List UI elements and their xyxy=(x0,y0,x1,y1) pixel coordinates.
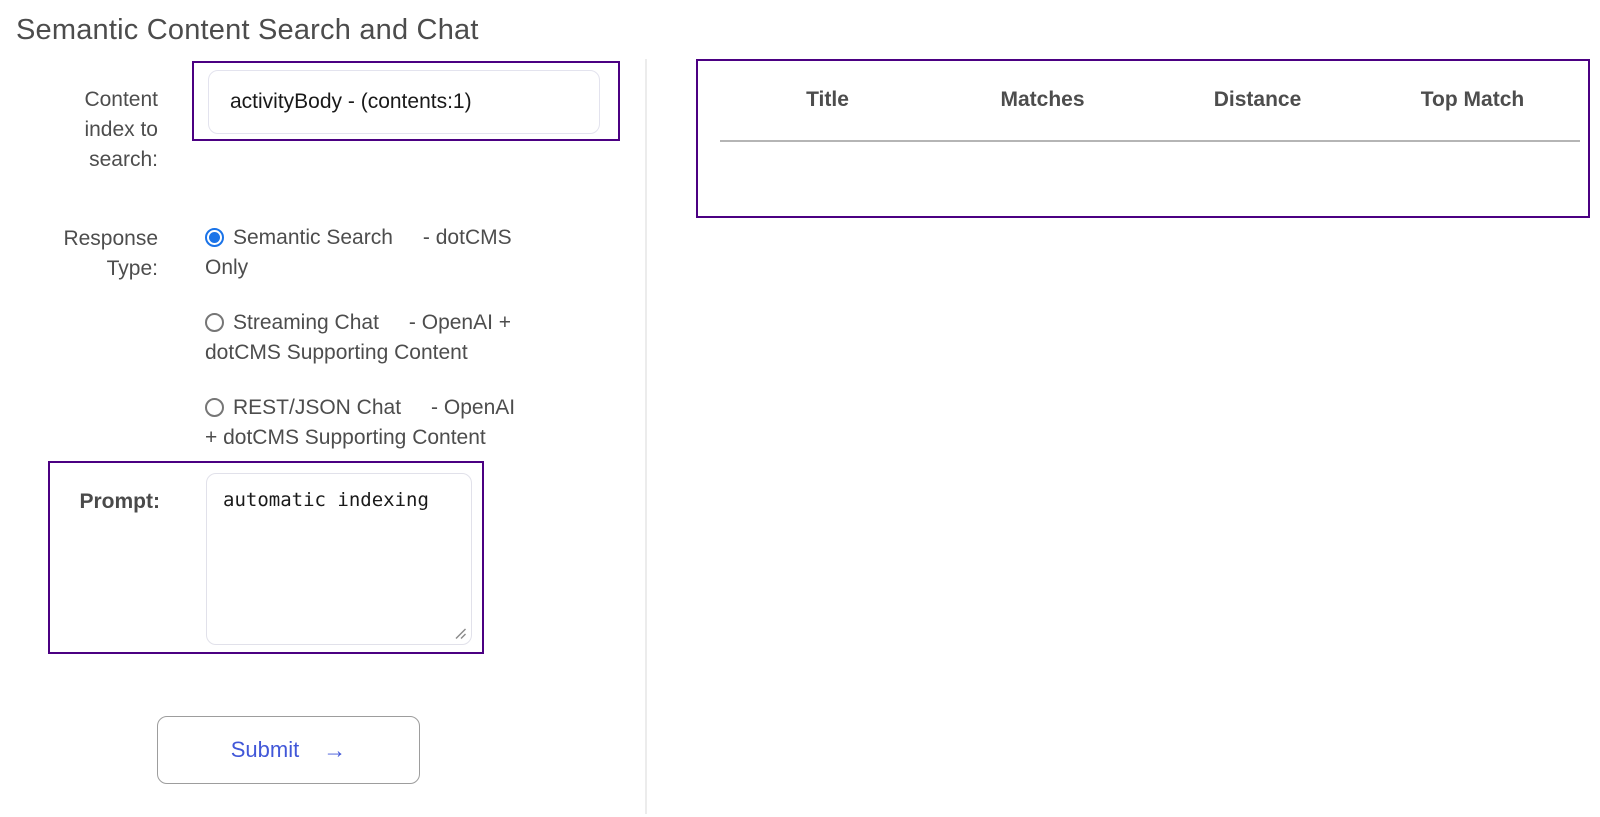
prompt-label: Prompt: xyxy=(79,490,161,513)
panel-divider xyxy=(645,59,647,814)
radio-button-icon[interactable] xyxy=(205,398,224,417)
radio-option-rest-json-chat[interactable]: REST/JSON Chat- OpenAI + dotCMS Supporti… xyxy=(205,393,523,453)
results-panel: Title Matches Distance Top Match xyxy=(696,59,1590,218)
prompt-textarea-wrap: automatic indexing xyxy=(206,473,472,645)
submit-button-label: Submit xyxy=(230,737,300,762)
content-index-select-frame: activityBody - (contents:1) xyxy=(192,61,620,141)
radio-option-name: REST/JSON Chat xyxy=(233,396,402,419)
arrow-right-icon: → xyxy=(323,736,347,763)
column-header-distance: Distance xyxy=(1150,61,1365,142)
column-header-top-match: Top Match xyxy=(1365,61,1580,142)
prompt-section: Prompt: automatic indexing xyxy=(48,461,484,654)
radio-option-streaming-chat[interactable]: Streaming Chat- OpenAI + dotCMS Supporti… xyxy=(205,308,523,368)
column-header-matches: Matches xyxy=(935,61,1150,142)
content-index-select[interactable]: activityBody - (contents:1) xyxy=(208,70,600,134)
response-type-label: Response Type: xyxy=(63,227,158,280)
prompt-textarea[interactable]: automatic indexing xyxy=(206,473,472,645)
content-index-label: Content index to search: xyxy=(84,88,158,171)
radio-option-semantic-search[interactable]: Semantic Search- dotCMS Only xyxy=(205,223,523,283)
radio-option-name: Semantic Search xyxy=(233,226,393,249)
results-header-row: Title Matches Distance Top Match xyxy=(720,61,1580,142)
radio-button-icon[interactable] xyxy=(205,313,224,332)
radio-button-icon[interactable] xyxy=(205,228,224,247)
submit-button[interactable]: Submit → xyxy=(157,716,420,784)
results-table: Title Matches Distance Top Match xyxy=(720,61,1580,142)
radio-option-desc: - dotCMS Only xyxy=(205,226,512,279)
column-header-title: Title xyxy=(720,61,935,142)
radio-option-name: Streaming Chat xyxy=(233,311,379,334)
page-title: Semantic Content Search and Chat xyxy=(16,14,479,46)
radio-option-desc: - OpenAI + dotCMS Supporting Content xyxy=(205,311,512,364)
response-type-radio-group: Semantic Search- dotCMS Only Streaming C… xyxy=(205,223,523,478)
radio-option-desc: - OpenAI + dotCMS Supporting Content xyxy=(205,396,516,449)
